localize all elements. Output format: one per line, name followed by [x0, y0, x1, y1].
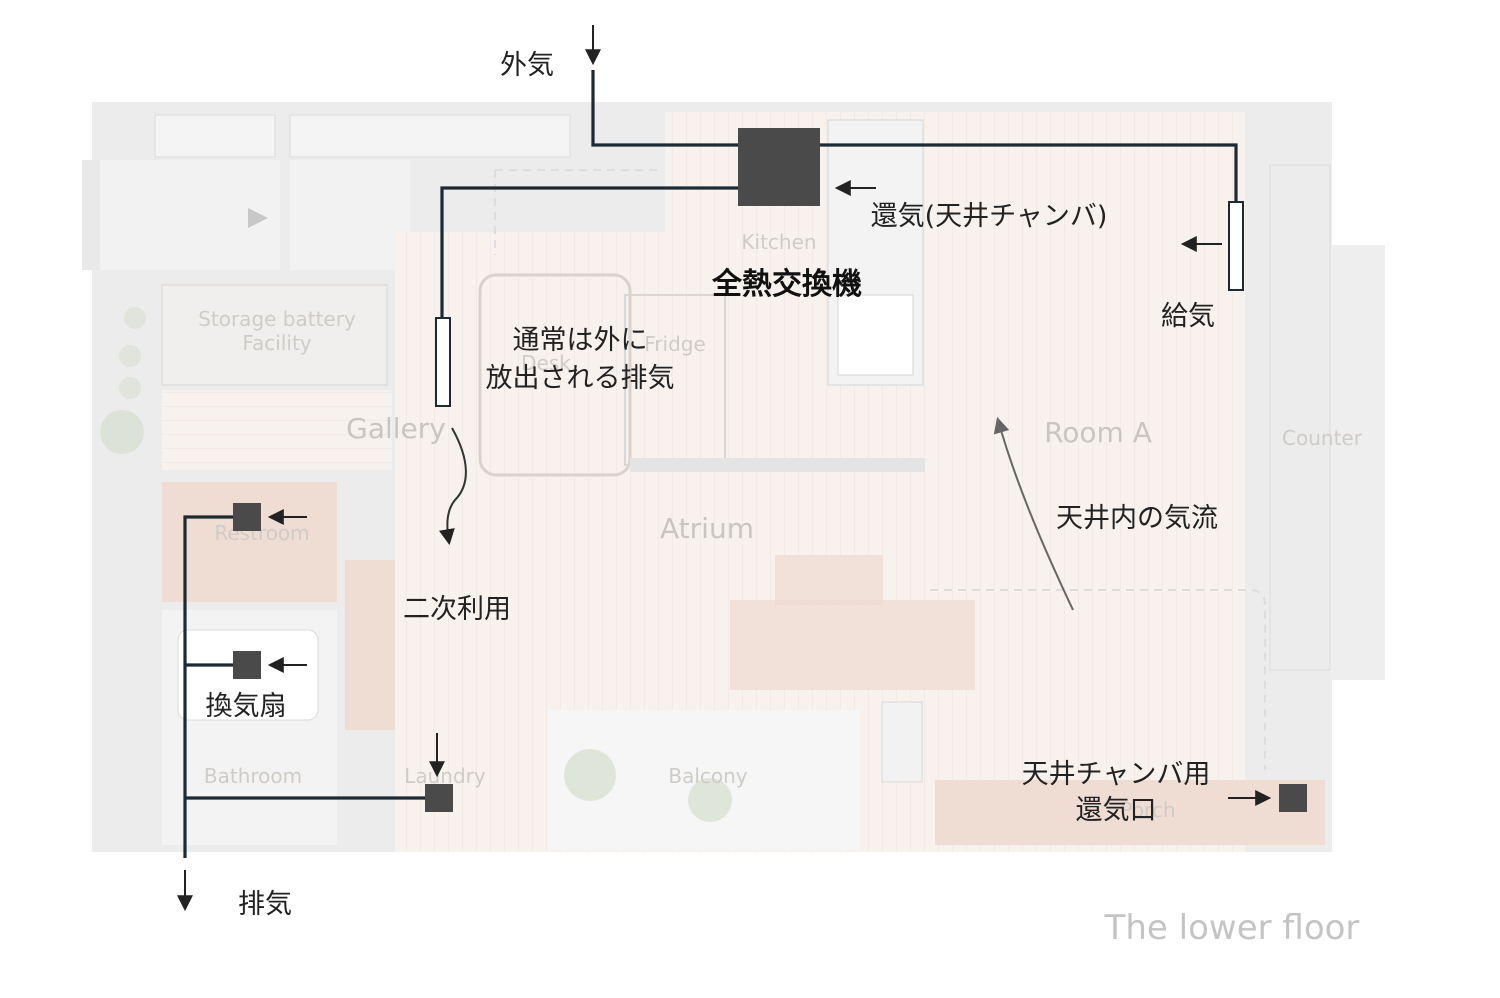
label-normally-exhausted-2: 放出される排気 — [486, 363, 675, 394]
restroom-fan — [233, 503, 261, 531]
floors — [161, 112, 1331, 852]
exhaust-grille — [435, 317, 451, 407]
room-label-desk: Desk — [521, 351, 571, 375]
room-label-room-a: Room A — [1044, 416, 1152, 449]
heat-exchanger-unit — [738, 128, 820, 206]
label-outside-air: 外気 — [500, 50, 554, 81]
label-heat-exchanger: 全熱交換機 — [711, 267, 862, 302]
label-supply-air: 給気 — [1161, 301, 1215, 332]
laundry-vent — [425, 784, 453, 812]
flow-arrows — [177, 25, 1272, 912]
room-label-storage: Storage battery — [198, 307, 356, 331]
exhaust-main-duct — [183, 515, 233, 858]
label-ventilation-fan: 換気扇 — [206, 691, 287, 722]
label-ceiling-airflow: 天井内の気流 — [1056, 503, 1218, 534]
room-label-fridge: Fridge — [644, 332, 706, 356]
label-normally-exhausted-1: 通常は外に — [513, 325, 648, 356]
label-secondary-use: 二次利用 — [403, 594, 511, 625]
equipment — [233, 128, 1307, 812]
duct-network — [183, 70, 1238, 858]
label-exhaust: 排気 — [238, 889, 292, 920]
supply-diffuser — [1228, 201, 1244, 291]
plants — [100, 307, 732, 822]
label-ceiling-chamber-2: 還気口 — [1076, 795, 1157, 826]
exhaust-source-duct — [440, 186, 738, 318]
label-ceiling-chamber-1: 天井チャンバ用 — [1022, 759, 1211, 790]
annotations: 外気 還気(天井チャンバ) 全熱交換機 給気 通常は外に 放出される排気 天井内… — [206, 50, 1219, 920]
room-label-restroom: Restroom — [214, 521, 309, 545]
floor-caption: The lower floor — [1104, 908, 1360, 948]
room-label-kitchen: Kitchen — [741, 230, 816, 254]
outside-air-duct — [591, 70, 738, 147]
ceiling-chamber-return-vent — [1279, 784, 1307, 812]
room-label-bathroom: Bathroom — [204, 764, 302, 788]
room-label-balcony: Balcony — [668, 764, 747, 788]
room-label-porch: Porch — [1120, 798, 1175, 822]
curved-arrow-icon — [439, 427, 467, 546]
room-label-storage-line2: Facility — [242, 331, 311, 355]
room-label-counter: Counter — [1282, 426, 1363, 450]
label-return-air: 還気(天井チャンバ) — [871, 201, 1108, 232]
airflow-arrow-icon — [993, 416, 1074, 611]
play-icon — [248, 208, 268, 228]
room-label-atrium: Atrium — [660, 512, 754, 545]
bathroom-fan — [233, 651, 261, 679]
room-label-gallery: Gallery — [346, 412, 446, 445]
supply-air-duct — [820, 143, 1238, 202]
